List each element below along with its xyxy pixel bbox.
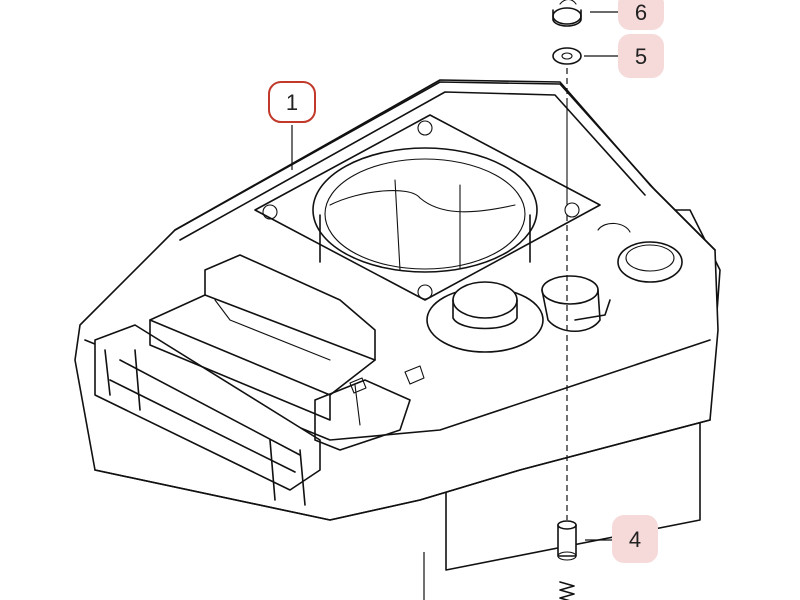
callout-1: 1 (268, 81, 316, 123)
nut-part-6 (552, 0, 582, 27)
callout-4-label: 4 (629, 527, 641, 552)
washer-part-5 (552, 47, 582, 65)
callout-6-label: 6 (635, 0, 647, 25)
housing-part-1 (74, 79, 721, 571)
callout-4: 4 (612, 515, 658, 563)
callout-6: 6 (618, 0, 664, 30)
spring (559, 581, 575, 600)
callout-5-label: 5 (635, 44, 647, 69)
callout-1-label: 1 (286, 90, 298, 115)
callout-5: 5 (618, 34, 664, 78)
pin-part-4 (557, 520, 577, 561)
hardware-parts (423, 0, 582, 600)
callouts: 1 6 5 4 (268, 0, 664, 563)
